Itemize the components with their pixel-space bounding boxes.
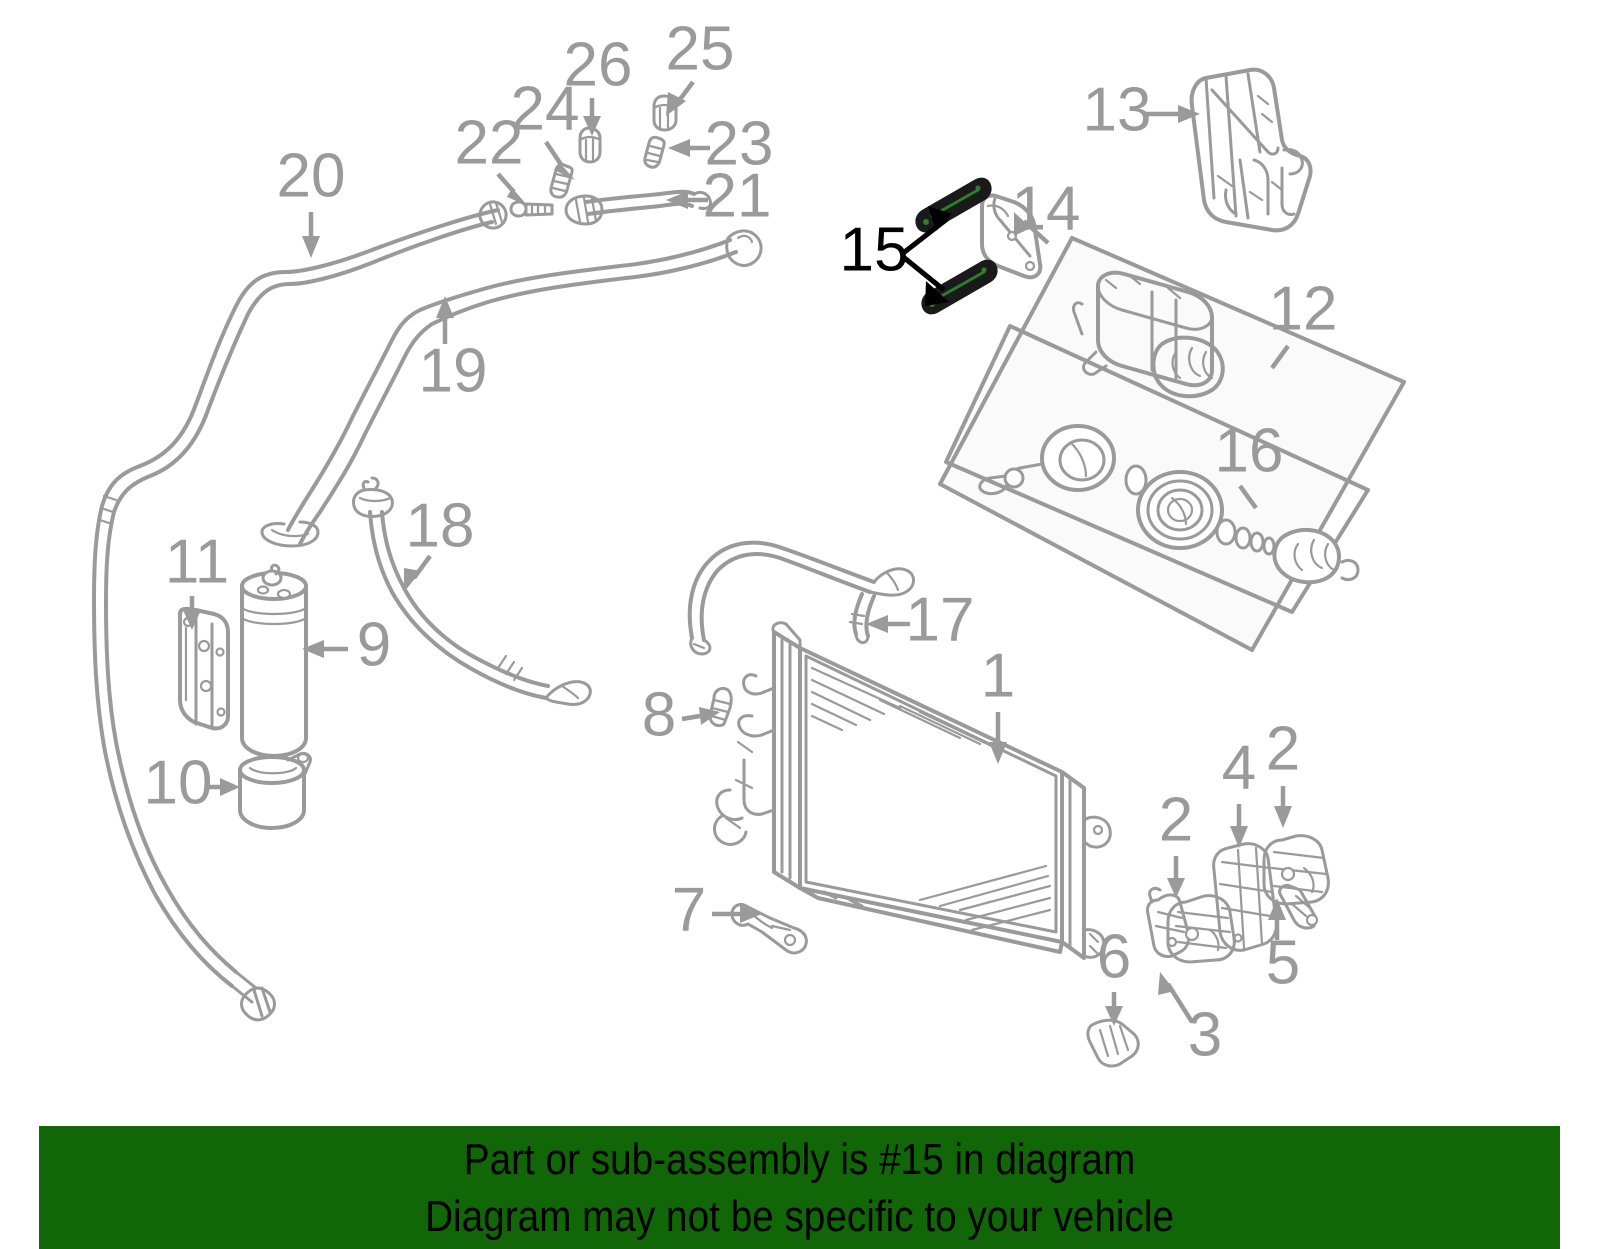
part-11-drier-bracket [178,606,230,731]
callout-label-25: 25 [666,14,735,83]
callout-label-10: 10 [144,748,213,817]
clutch-parts [978,424,1360,585]
callout-label-5: 5 [1266,928,1300,997]
callout-label-18: 18 [406,491,475,560]
callout-label-8: 8 [642,680,676,749]
callout-labels: 1 2 2 3 4 5 6 7 8 9 10 11 12 13 14 15 16… [144,14,1338,1069]
compressor-body [1072,270,1225,399]
callout-label-13: 13 [1083,75,1152,144]
part-26-valve-core [578,126,602,164]
part-4-bracket [1212,842,1278,952]
notice-line-secondary: Diagram may not be specific to your vehi… [425,1191,1174,1241]
part-5-bolt [1278,884,1319,930]
callout-label-16: 16 [1215,416,1284,485]
part-18-liquid-line [352,476,592,706]
part-3-sensor-switch [1146,886,1191,958]
callout-label-26: 26 [564,30,633,99]
callout-label-2b: 2 [1266,714,1300,783]
part-17-pressure-switch-harness [687,540,915,656]
callout-label-20: 20 [277,141,346,210]
part-6-insulator [1086,1018,1140,1068]
callout-label-12: 12 [1269,274,1338,343]
callout-label-15: 15 [840,215,909,284]
part-1-condenser [713,621,1112,960]
part-9-receiver-drier [240,563,308,758]
callout-label-11: 11 [165,527,229,596]
part-19-discharge-line [260,229,763,548]
callout-label-7: 7 [672,875,706,944]
callout-label-4: 4 [1222,733,1256,802]
part-8-bolt [708,686,733,728]
part-15-bolt-set [900,177,998,315]
callout-label-21: 21 [703,161,772,230]
callout-label-19: 19 [419,336,488,405]
part-14-support-bracket [980,193,1043,280]
callout-label-24: 24 [511,74,580,143]
callout-label-9: 9 [357,610,391,679]
part-22-fitting [509,200,554,218]
part-23-o-ring [643,135,666,169]
callout-label-17: 17 [906,585,975,654]
notice-line-primary: Part or sub-assembly is #15 in diagram [463,1134,1136,1184]
part-12-compressor-box [938,236,1406,652]
callout-label-1: 1 [981,641,1015,710]
callout-label-23: 23 [705,109,774,178]
callout-label-6: 6 [1097,922,1131,991]
diagram-notice-banner: Part or sub-assembly is #15 in diagram D… [39,1126,1560,1249]
part-10-clamp [238,752,312,830]
callout-arrows [183,80,1292,1026]
callout-label-3: 3 [1188,1000,1222,1069]
callout-label-14: 14 [1012,174,1081,243]
part-20-suction-line [92,200,508,1022]
part-13-mount-bracket [1189,67,1313,233]
callout-label-2a: 2 [1159,785,1193,854]
callout-label-22: 22 [455,108,524,177]
part-21-short-hose [564,189,712,226]
